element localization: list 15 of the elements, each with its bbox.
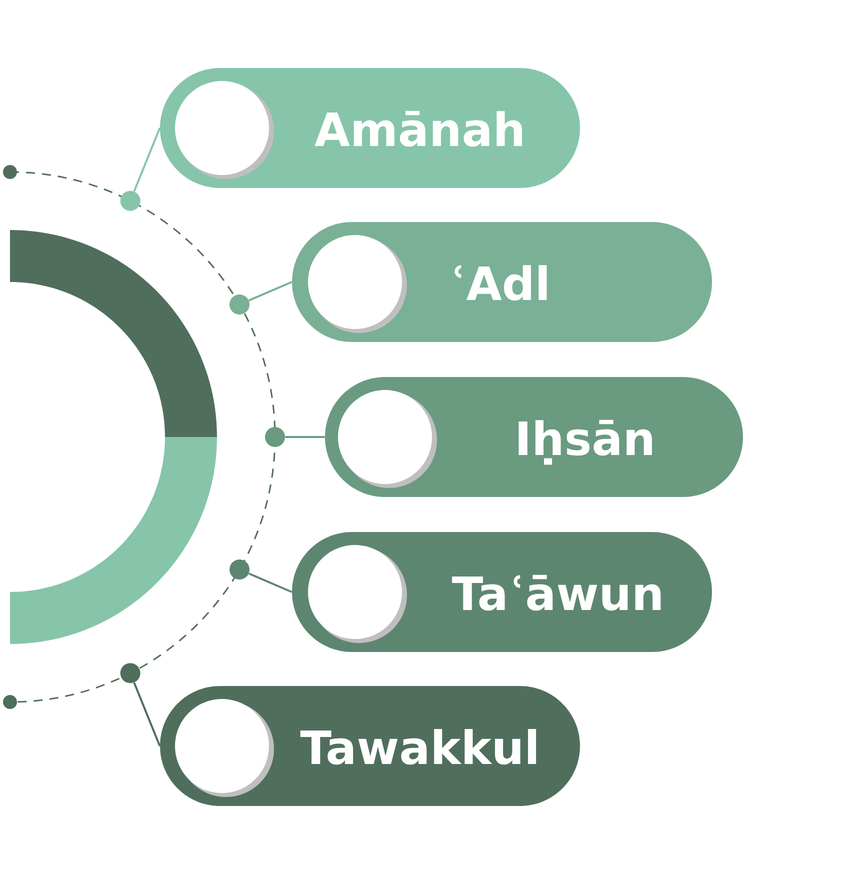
pill-label: ʿAdl	[292, 222, 712, 342]
connector-dot	[230, 294, 250, 314]
leader-line	[248, 281, 292, 302]
leader-line	[248, 572, 292, 593]
connector-dot	[120, 190, 140, 211]
leader-line	[133, 128, 161, 192]
pill-label: Iḥsān	[325, 377, 743, 497]
pill-label: Taʿāwun	[292, 532, 712, 652]
connector-dot	[120, 663, 140, 684]
leader-line	[285, 436, 325, 438]
connector-dot	[265, 427, 285, 447]
leader-line	[133, 682, 161, 746]
connector-dot	[230, 560, 250, 580]
pill-label: Tawakkul	[160, 686, 580, 806]
pill-label: Amānah	[160, 68, 580, 188]
